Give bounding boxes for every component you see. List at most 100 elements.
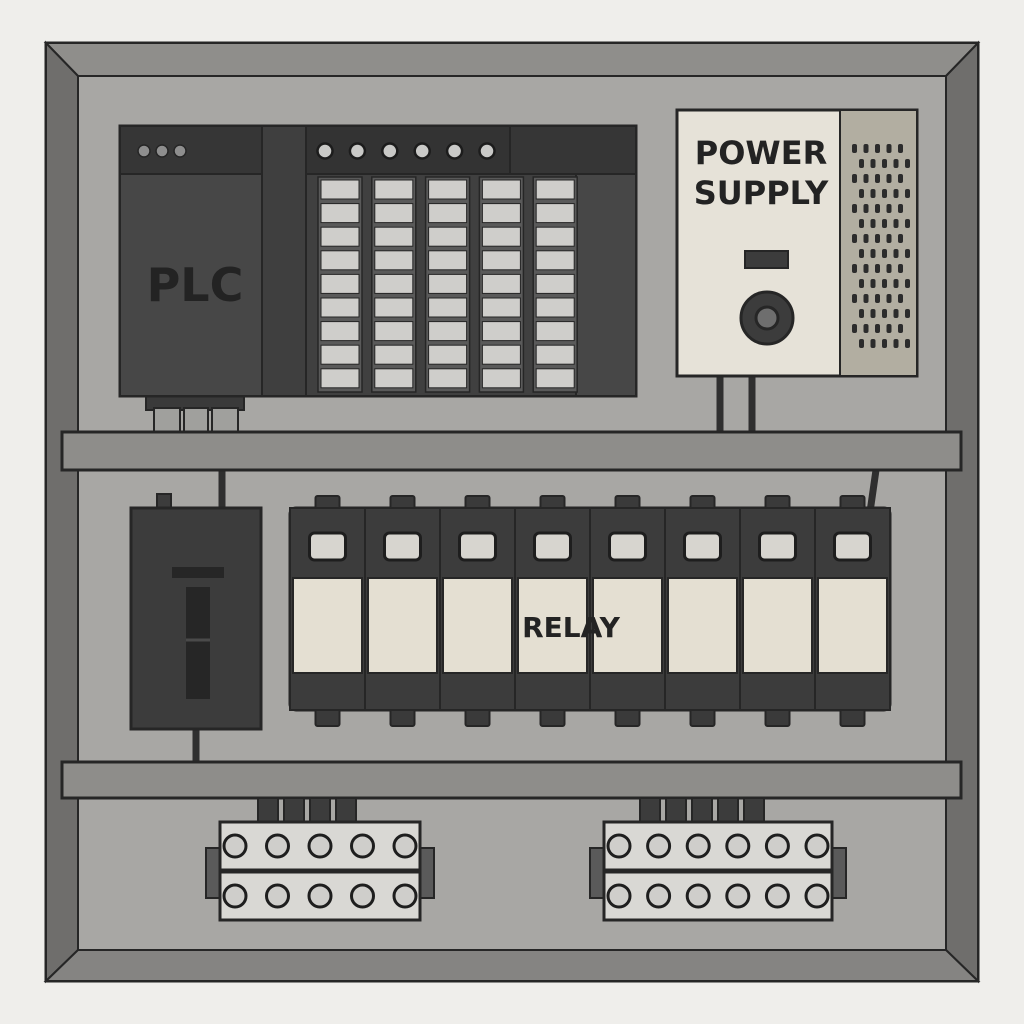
plc-pin	[211, 407, 239, 433]
status-led	[137, 144, 151, 158]
io-slot	[320, 297, 360, 318]
io-slot	[374, 273, 414, 294]
terminal-screw	[685, 883, 711, 909]
io-slot	[481, 250, 521, 271]
terminal-screw	[606, 883, 632, 909]
io-led	[413, 142, 431, 160]
relay-indicator	[533, 531, 572, 562]
plc-divider-module	[261, 125, 307, 397]
io-slot	[320, 368, 360, 389]
relay-bank: RELAY	[288, 495, 892, 727]
terminal-block-left	[205, 797, 435, 922]
io-slot	[428, 344, 468, 365]
vent-slot	[886, 294, 892, 303]
io-slot	[481, 203, 521, 224]
vent-slot	[898, 204, 903, 213]
relay-face	[817, 577, 888, 674]
terminal-end-bracket	[419, 847, 435, 899]
io-slot	[374, 250, 414, 271]
status-led	[173, 144, 187, 158]
terminal-block-right	[589, 797, 847, 922]
vent-slot	[875, 264, 880, 273]
vent-slot	[863, 294, 869, 303]
io-slot	[374, 344, 414, 365]
vent-slot	[882, 159, 887, 168]
io-slot	[320, 273, 360, 294]
terminal-feed	[717, 797, 739, 823]
vent-slot	[859, 279, 864, 288]
din-rail-lower	[60, 760, 963, 800]
terminal-screw	[265, 833, 290, 859]
terminal-screw	[804, 883, 830, 909]
vent-slot	[875, 174, 880, 183]
io-slot	[481, 321, 521, 342]
io-slot	[374, 321, 414, 342]
circuit-breaker	[129, 493, 263, 731]
vent-slot	[893, 159, 899, 168]
vent-slot	[898, 264, 903, 273]
io-slot	[320, 344, 360, 365]
terminal-screw	[350, 833, 375, 859]
terminal-end-bracket	[205, 847, 221, 899]
terminal-screw	[222, 883, 248, 909]
vent-slot	[905, 219, 910, 228]
vent-slot	[852, 324, 857, 333]
vent-slot	[875, 204, 880, 213]
terminal-feed	[743, 797, 765, 823]
io-modules	[317, 176, 578, 393]
vent-slot	[875, 294, 880, 303]
vent-slot	[870, 279, 876, 288]
power-supply-label-line1: POWER	[695, 134, 827, 172]
status-led	[155, 144, 169, 158]
vent-slot	[870, 339, 876, 348]
vent-slot	[905, 249, 910, 258]
vent-slot	[875, 144, 880, 153]
io-slot	[535, 250, 575, 271]
vent-slot	[893, 279, 899, 288]
plc-right-top	[509, 125, 637, 175]
vent-slot	[863, 174, 869, 183]
power-supply-label-line2: SUPPLY	[694, 174, 829, 212]
io-led	[478, 142, 496, 160]
terminal-screw	[764, 883, 790, 909]
vent-slot	[859, 189, 864, 198]
relay-indicator	[308, 531, 347, 562]
plc-label: PLC	[147, 258, 244, 312]
terminal-screw	[392, 833, 418, 859]
terminal-feed	[335, 797, 357, 823]
vent-slot	[886, 264, 892, 273]
vent-slot	[905, 279, 910, 288]
plc-pin	[183, 407, 209, 433]
io-slot	[374, 297, 414, 318]
vent-slot	[893, 309, 899, 318]
vent-slot	[863, 324, 869, 333]
terminal-row	[602, 870, 834, 922]
vent-slot	[870, 189, 876, 198]
terminal-screw	[307, 883, 333, 909]
terminal-feed	[639, 797, 661, 823]
vent-slot	[863, 234, 869, 243]
relay-face	[442, 577, 513, 674]
terminal-screw	[685, 833, 711, 859]
io-slot	[481, 297, 521, 318]
terminal-screw	[222, 833, 248, 859]
relay-indicator	[758, 531, 797, 562]
vent-slot	[905, 309, 910, 318]
relay-indicator	[608, 531, 647, 562]
vent-slot	[882, 339, 887, 348]
io-slot	[428, 226, 468, 247]
vent-slot	[882, 309, 887, 318]
vent-slot	[882, 189, 887, 198]
vent-slot	[893, 219, 899, 228]
enclosure-bevel-bottom	[43, 949, 981, 982]
relay-face	[742, 577, 813, 674]
enclosure-bevel-left	[45, 40, 79, 984]
io-slot	[320, 226, 360, 247]
terminal-feed	[283, 797, 305, 823]
din-rail-upper	[60, 430, 963, 472]
terminal-feed	[257, 797, 279, 823]
vent-slot	[886, 144, 892, 153]
power-knob-center	[754, 305, 780, 331]
vent-slot	[882, 279, 887, 288]
wire	[866, 469, 880, 513]
